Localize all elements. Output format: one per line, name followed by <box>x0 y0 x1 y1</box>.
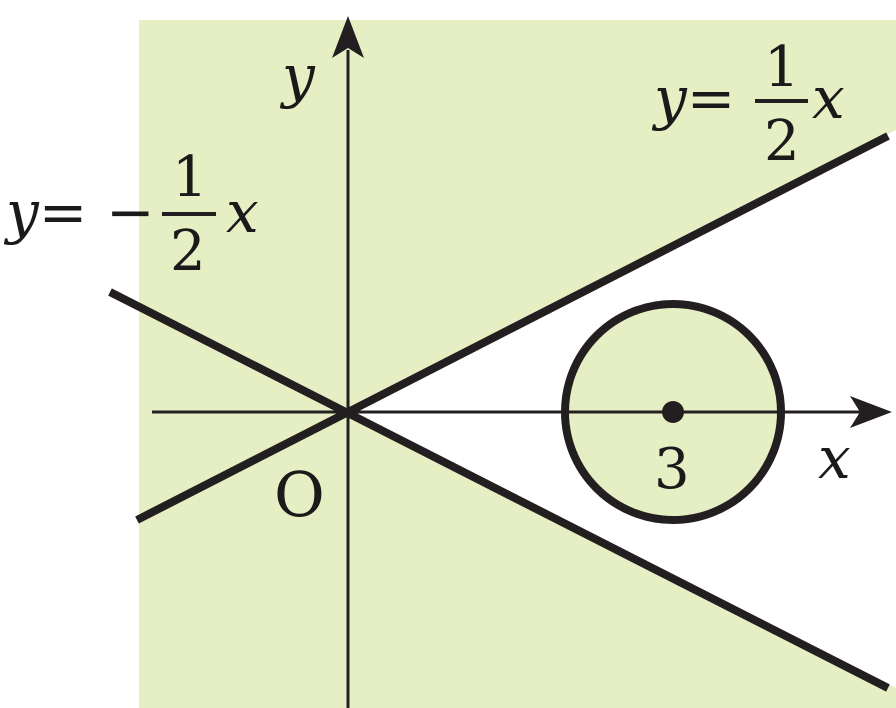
upper-eq-var: x <box>812 64 845 132</box>
origin-label: O <box>274 458 325 531</box>
upper-eq-numerator: 1 <box>764 35 800 100</box>
lower-eq-denominator: 2 <box>170 219 206 284</box>
center-label: 3 <box>654 437 690 502</box>
upper-line-equation: y= 1 2 x <box>651 35 845 174</box>
upper-eq-denominator: 2 <box>764 109 800 174</box>
x-axis-label: x <box>818 424 851 492</box>
line-lower <box>108 288 890 692</box>
circle-outline <box>561 300 785 524</box>
line-upper <box>135 132 890 524</box>
x-axis-arrow <box>850 396 892 428</box>
y-axis-arrow <box>332 16 364 58</box>
lower-line-equation: y= − 1 2 x <box>3 145 259 284</box>
lower-eq-numerator: 1 <box>172 145 208 210</box>
lower-eq-var: x <box>226 178 259 246</box>
y-axis-label: y <box>279 42 316 110</box>
circle-center-point <box>662 401 684 423</box>
upper-eq-lhs: y= <box>651 64 735 132</box>
lower-eq-lhs: y= <box>3 178 87 246</box>
lower-eq-sign: − <box>106 178 155 246</box>
